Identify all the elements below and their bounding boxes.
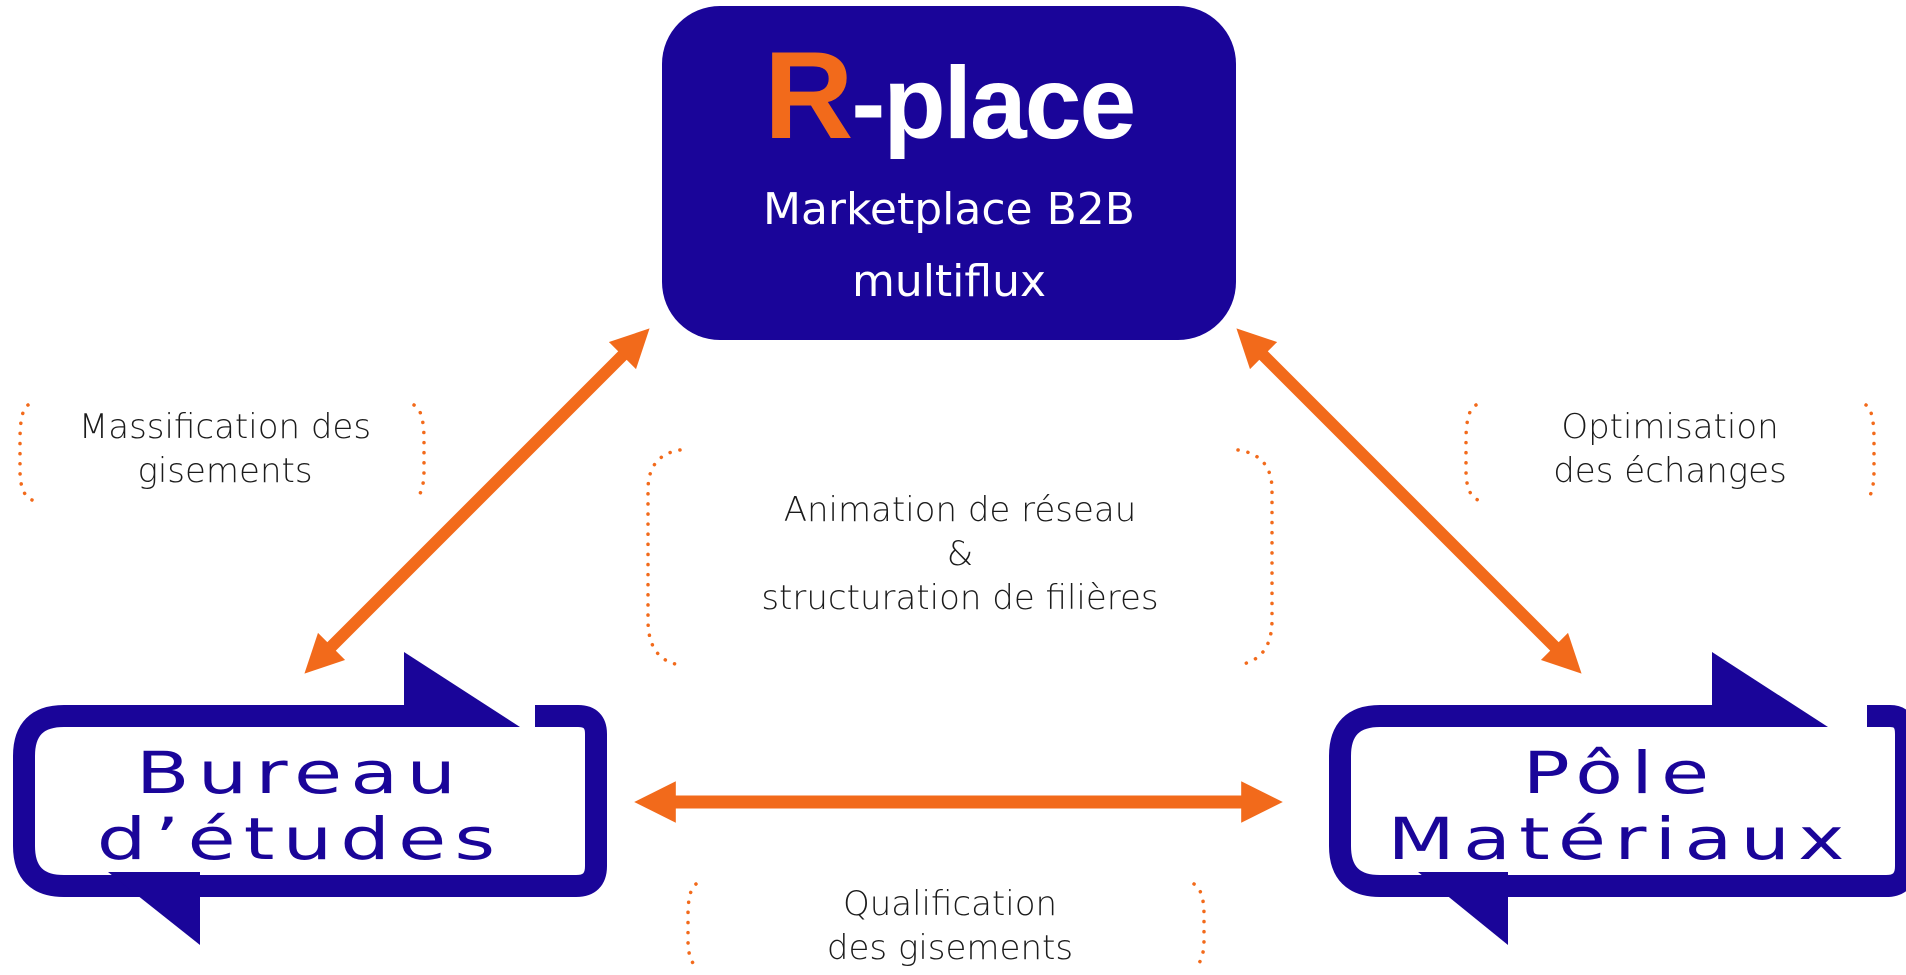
logo-text: -place [851,46,1136,160]
label-bottom-line2: des gisements [826,928,1074,968]
hub-subtitle-line2: multiflux [851,256,1047,307]
label-top-right: Optimisation des échanges [1480,405,1860,493]
label-top-left-line2: gisements [137,451,313,491]
bracket-center-open [646,448,682,667]
hub-subtitle-line1: Marketplace B2B [763,184,1135,235]
arrow-hub-to-bureau [304,328,650,674]
label-center-line3: structuration de filières [761,578,1159,618]
label-top-right-line1: Optimisation [1561,407,1779,447]
rplace-logo: R-place [662,34,1236,158]
arrow-hub-to-pole [1236,328,1582,674]
node-bureau-line1: Bureau [135,739,465,807]
logo-letter: R [763,27,854,165]
node-pole-line1: Pôle [1522,739,1718,807]
bracket-top-right-open [1464,403,1480,502]
bracket-bottom-open [686,882,700,970]
node-bureau-title: Bureau d’études [57,740,543,872]
node-pole-line2: Matériaux [1387,805,1853,873]
pole-frame [1329,652,1906,945]
bracket-top-right-close [1864,403,1876,502]
bracket-center-close [1236,448,1274,667]
node-bureau-line2: d’études [96,805,504,873]
bracket-bottom-close [1192,882,1206,970]
node-pole-title: Pôle Matériaux [1377,740,1863,872]
label-center: Animation de réseau & structuration de f… [690,488,1230,620]
label-top-left-line1: Massification des [78,407,372,447]
bureau-frame [13,652,607,945]
bracket-top-left-close [412,403,426,502]
label-top-right-line2: des échanges [1553,451,1787,491]
hub-box: R-place Marketplace B2B multiflux [662,6,1236,340]
label-bottom: Qualification des gisements [710,882,1190,970]
label-top-left: Massification des gisements [40,405,410,493]
label-center-line2: & [946,534,974,574]
label-bottom-line1: Qualification [842,884,1058,924]
bracket-top-left-open [18,403,34,502]
label-center-line1: Animation de réseau [783,490,1137,530]
